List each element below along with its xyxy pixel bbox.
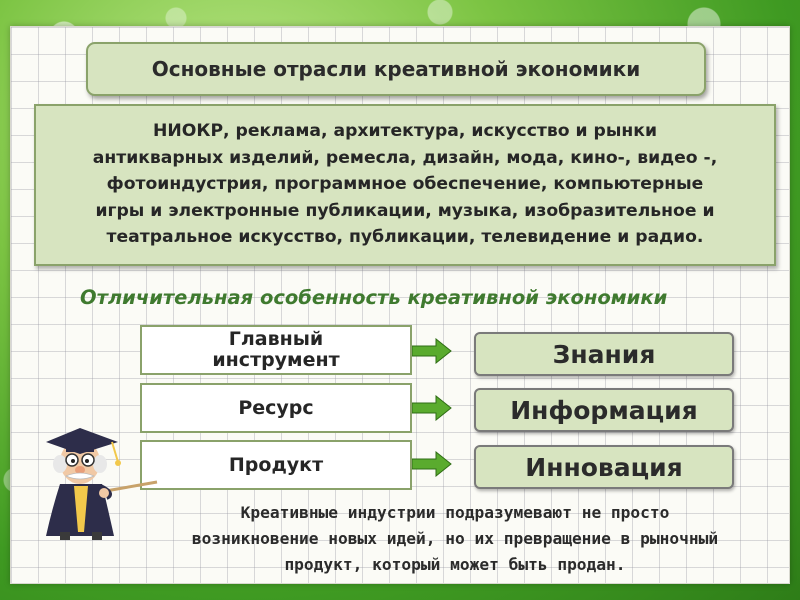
feature-value-innovation: Инновация [474, 445, 734, 489]
feature-label-main-tool: Главный инструмент [140, 325, 412, 375]
page-title: Основные отрасли креативной экономики [86, 42, 706, 96]
conclusion-line: продукт, который может быть продан. [284, 555, 626, 574]
conclusion-line: возникновение новых идей, но их превраще… [191, 529, 719, 548]
feature-value-knowledge: Знания [474, 332, 734, 376]
right-arrow-icon [412, 451, 452, 477]
industries-line: игры и электронные публикации, музыка, и… [95, 200, 715, 221]
section-subtitle: Отличительная особенность креативной эко… [80, 286, 668, 309]
right-arrow-icon [412, 338, 452, 364]
industries-line: фотоиндустрия, программное обеспечение, … [106, 174, 704, 194]
industries-line: НИОКР, реклама, архитектура, искусство и… [153, 121, 657, 141]
feature-label-product: Продукт [140, 440, 412, 490]
industries-list: НИОКР, реклама, архитектура, искусство и… [34, 104, 776, 266]
industries-line: антикварных изделий, ремесла, дизайн, мо… [92, 147, 718, 168]
professor-icon [46, 428, 158, 540]
conclusion-line: Креативные индустрии подразумевают не пр… [240, 503, 670, 522]
feature-label-line: Главный [228, 328, 324, 350]
feature-label-line: инструмент [212, 349, 340, 371]
industries-line: театральное искусство, публикации, телев… [106, 227, 704, 247]
feature-value-information: Информация [474, 388, 734, 432]
right-arrow-icon [412, 395, 452, 421]
conclusion-text: Креативные индустрии подразумевают не пр… [110, 500, 800, 578]
feature-label-resource: Ресурс [140, 383, 412, 433]
